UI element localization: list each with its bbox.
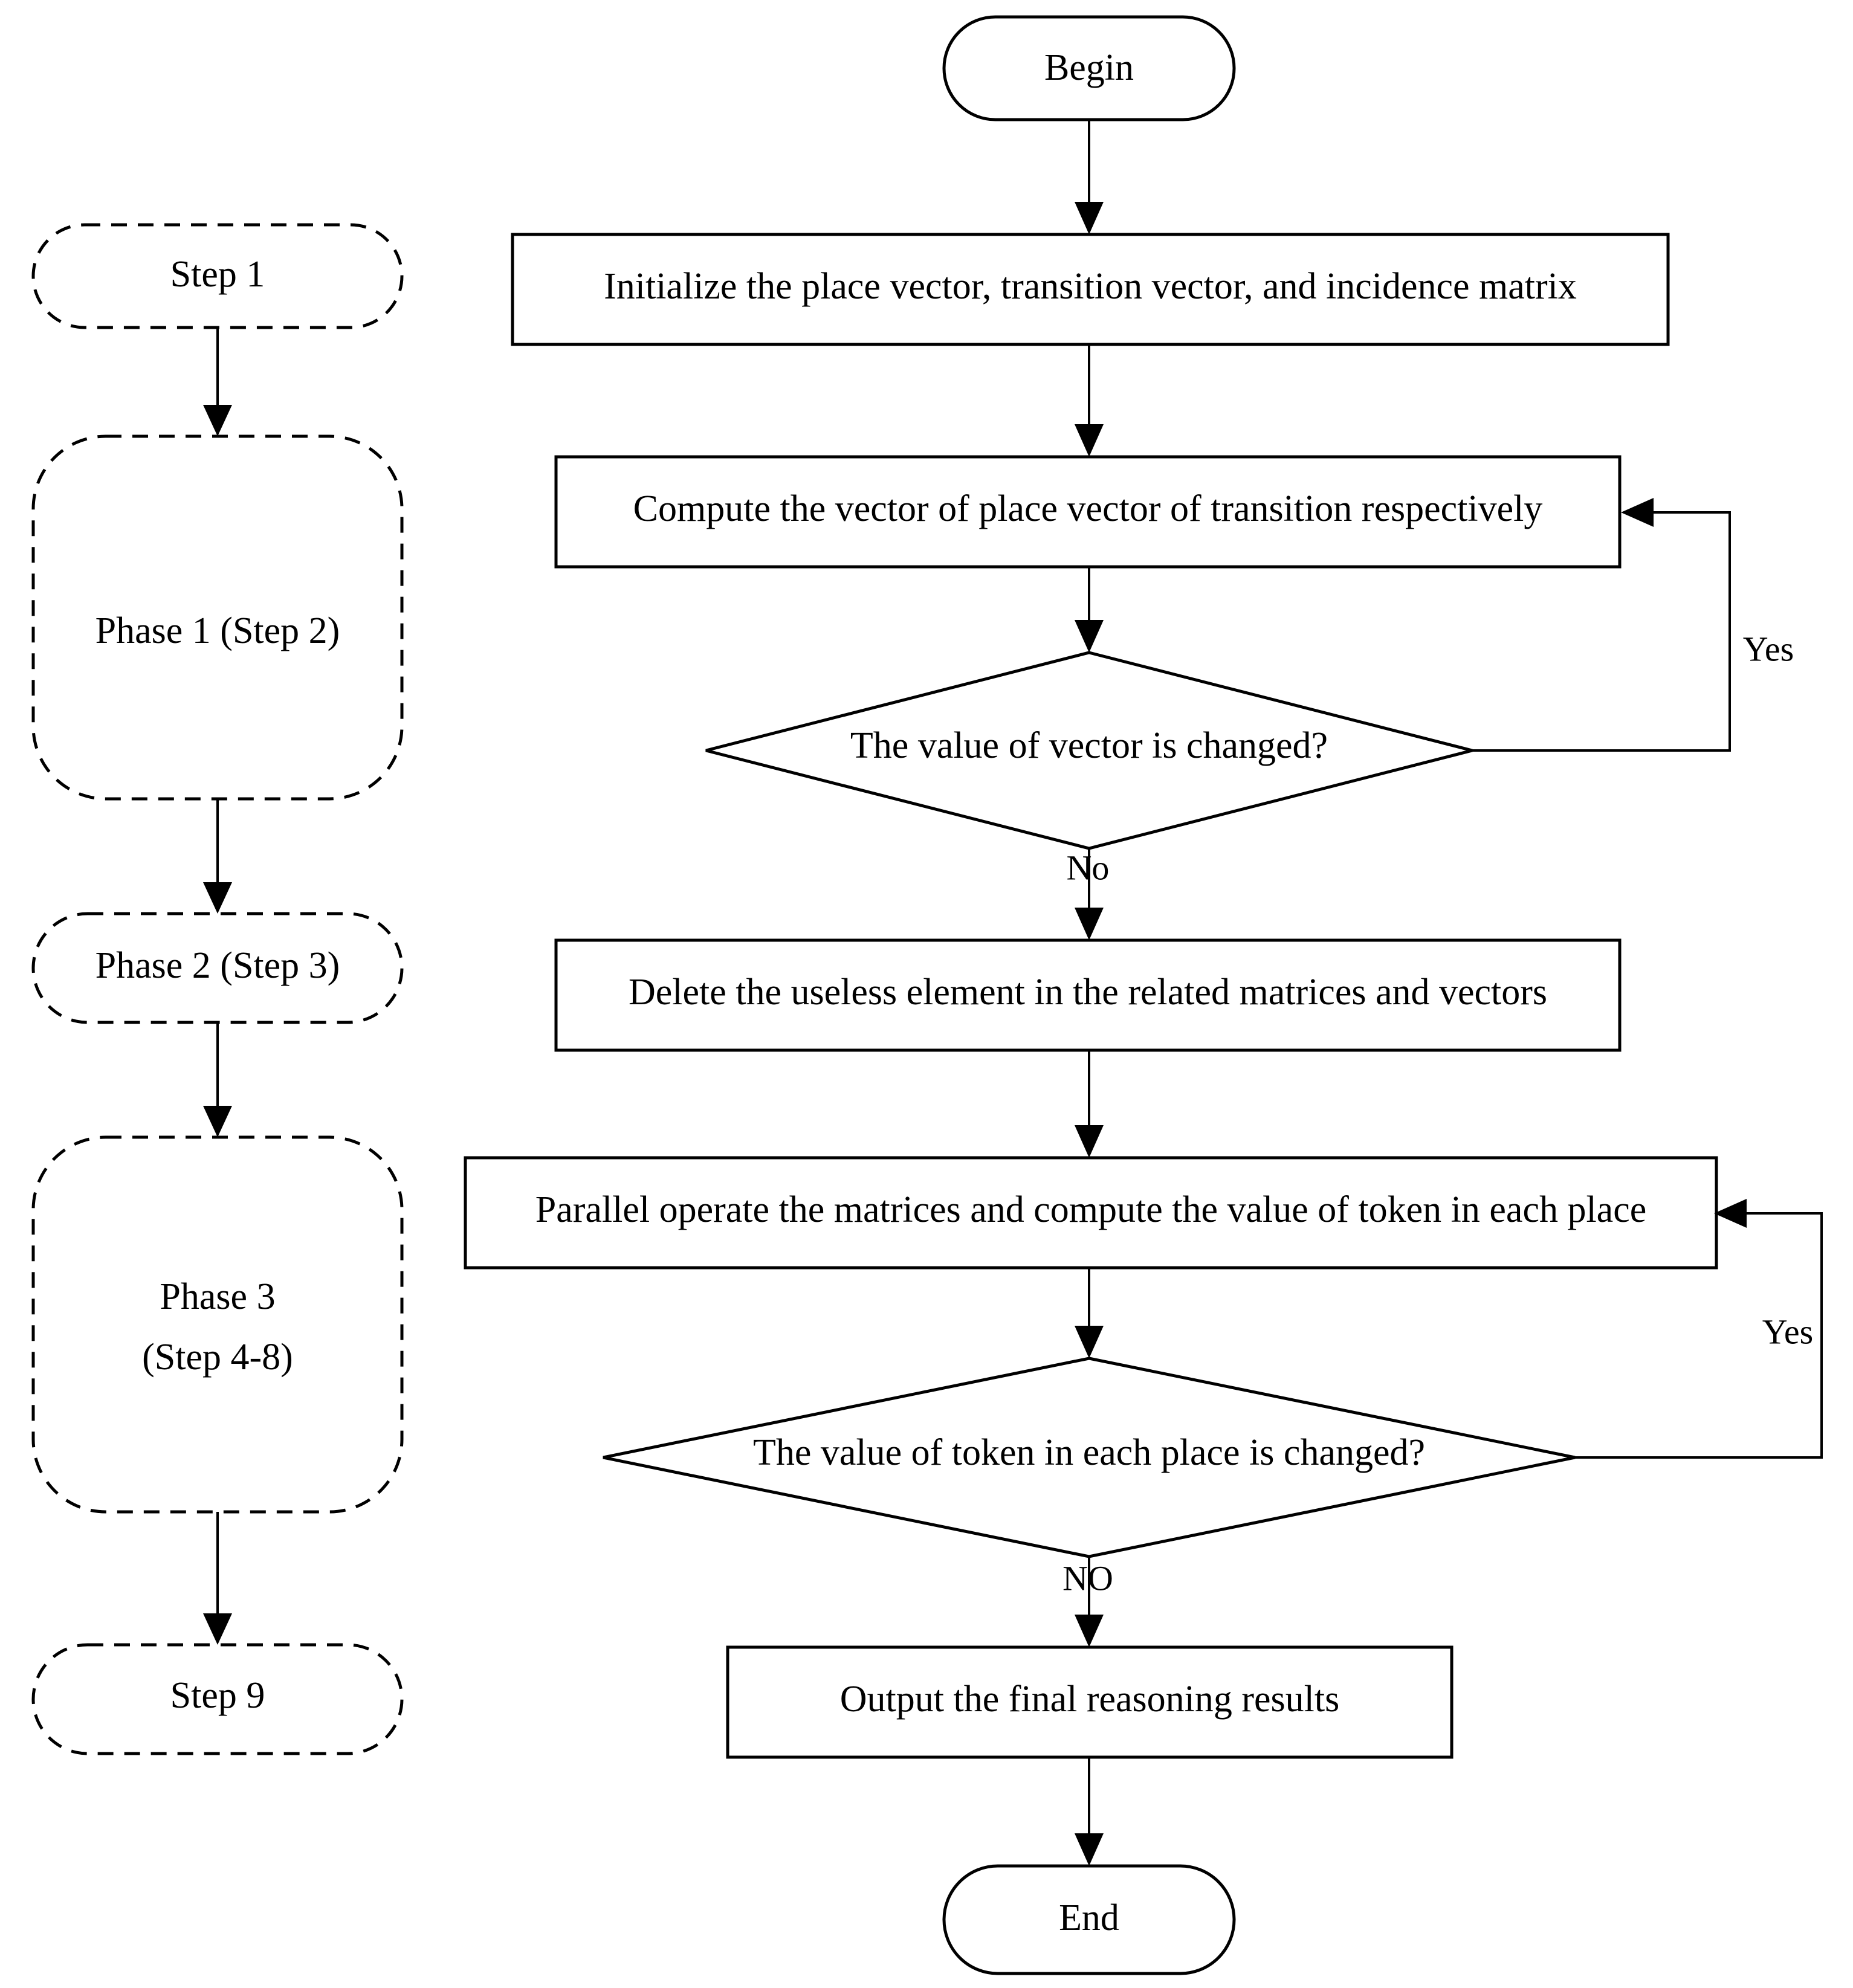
decision-vector-changed-label: The value of vector is changed?: [850, 725, 1328, 766]
connector-phase2-to-phase3: [203, 1022, 232, 1137]
process-delete-shape: [554, 938, 1622, 1052]
process-compute[interactable]: Compute the vector of place vector of tr…: [554, 455, 1622, 569]
process-delete-label: Delete the useless element in the relate…: [629, 972, 1547, 1013]
decision-token-changed[interactable]: The value of token in each place is chan…: [603, 1357, 1576, 1558]
edge-label-no-1: No: [1067, 848, 1110, 887]
phase-node-phase1-label: Phase 1 (Step 2): [95, 610, 340, 651]
terminator-begin-label: Begin: [1044, 47, 1134, 88]
phase-node-step9-label: Step 9: [170, 1675, 265, 1716]
decision-token-changed-label: The value of token in each place is chan…: [753, 1432, 1425, 1473]
process-init-label: Initialize the place vector, transition …: [604, 266, 1577, 307]
terminator-begin[interactable]: Begin: [942, 15, 1236, 121]
end-shape: [942, 1864, 1236, 1975]
terminator-end-label: End: [1059, 1897, 1119, 1938]
connector-decision2-yes-loop: [1575, 1199, 1823, 1459]
phase-node-phase3-label-line2: (Step 4-8): [142, 1337, 293, 1378]
process-output-shape: [726, 1645, 1454, 1759]
phase-node-step9[interactable]: Step 9: [31, 1643, 404, 1755]
connector-decision2-no: [1075, 1557, 1104, 1647]
connector-output-to-end: [1075, 1757, 1104, 1866]
step9-shape: [31, 1643, 404, 1755]
connector-step1-to-phase1: [203, 328, 232, 436]
connector-decision1-no: [1075, 848, 1104, 940]
process-init-shape: [511, 233, 1670, 346]
decision-vector-changed[interactable]: The value of vector is changed?: [705, 651, 1473, 850]
edge-label-yes-2: Yes: [1762, 1312, 1813, 1351]
connector-decision1-yes-loop: [1472, 498, 1731, 752]
phase-node-step1[interactable]: Step 1: [31, 223, 404, 329]
phase-node-phase2[interactable]: Phase 2 (Step 3): [31, 912, 404, 1024]
process-compute-shape: [554, 455, 1622, 569]
phase-node-step1-label: Step 1: [170, 254, 265, 295]
process-parallel-label: Parallel operate the matrices and comput…: [535, 1189, 1647, 1230]
connector-delete-to-parallel: [1075, 1050, 1104, 1158]
connector-init-to-compute: [1075, 344, 1104, 457]
phase-node-phase3-label-line1: Phase 3: [160, 1276, 275, 1317]
connector-compute-to-decision1: [1075, 567, 1104, 653]
phase-node-phase1[interactable]: Phase 1 (Step 2): [31, 434, 404, 801]
process-output[interactable]: Output the final reasoning results: [726, 1645, 1454, 1759]
edge-label-yes-1: Yes: [1743, 629, 1794, 668]
process-parallel-shape: [464, 1156, 1718, 1270]
process-compute-label: Compute the vector of place vector of tr…: [633, 488, 1543, 529]
phase-node-phase3[interactable]: Phase 3 (Step 4-8): [31, 1135, 404, 1514]
process-output-label: Output the final reasoning results: [840, 1679, 1340, 1720]
connector-phase1-to-phase2: [203, 799, 232, 914]
connector-parallel-to-decision2: [1075, 1268, 1104, 1358]
process-delete[interactable]: Delete the useless element in the relate…: [554, 938, 1622, 1052]
connector-begin-to-init: [1075, 120, 1104, 234]
phase3-shape: [31, 1135, 404, 1514]
process-parallel[interactable]: Parallel operate the matrices and comput…: [464, 1156, 1718, 1270]
phase-node-phase2-label: Phase 2 (Step 3): [95, 945, 340, 986]
connector-phase3-to-step9: [203, 1512, 232, 1645]
edge-label-no-2: NO: [1062, 1558, 1113, 1598]
terminator-end[interactable]: End: [942, 1864, 1236, 1975]
process-init[interactable]: Initialize the place vector, transition …: [511, 233, 1670, 346]
